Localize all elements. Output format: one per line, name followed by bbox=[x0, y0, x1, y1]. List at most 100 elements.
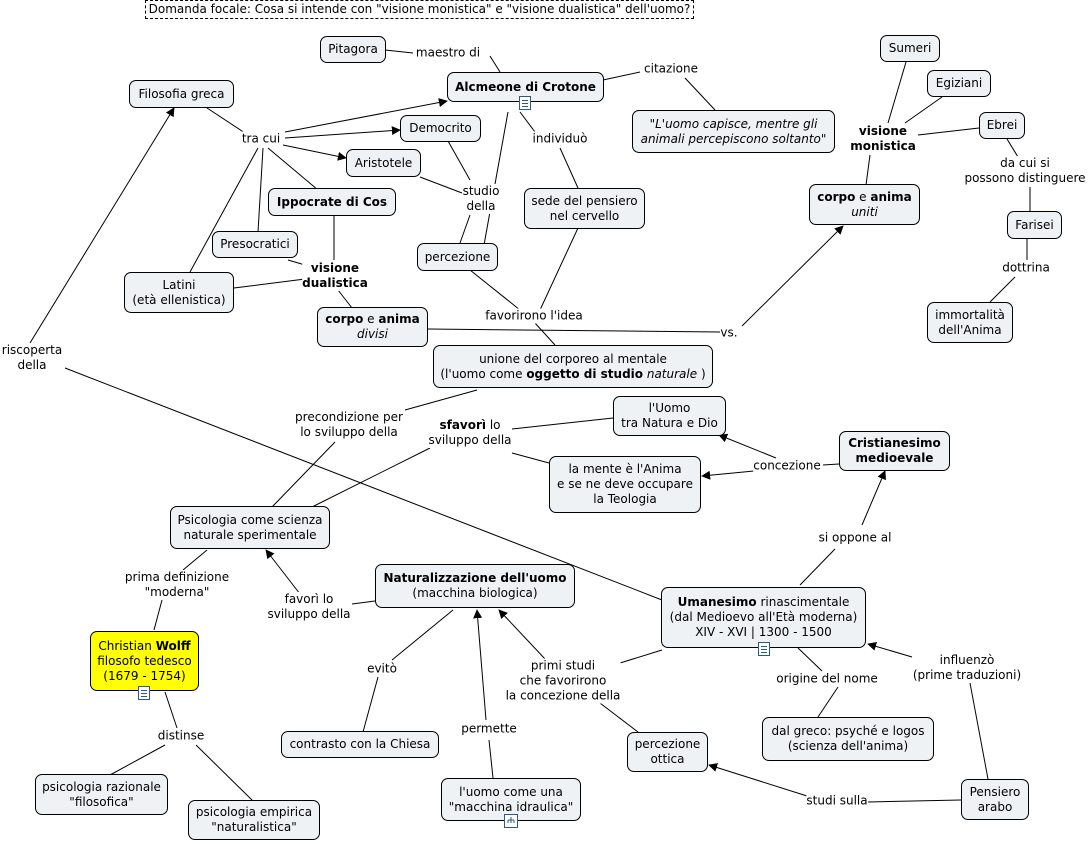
node-contrasto[interactable]: contrasto con la Chiesa bbox=[281, 731, 439, 758]
node-text: Egiziani bbox=[935, 76, 983, 90]
node-psicologia[interactable]: Psicologia come scienza naturale sperime… bbox=[170, 506, 330, 549]
node-latini[interactable]: Latini (età ellenistica) bbox=[124, 272, 234, 313]
node-text: (macchina biologica) bbox=[412, 586, 538, 600]
link-label: evitò bbox=[367, 661, 397, 677]
node-text: tra Natura e Dio bbox=[621, 416, 718, 430]
node-text: uniti bbox=[851, 204, 878, 219]
node-farisei[interactable]: Farisei bbox=[1007, 211, 1062, 239]
node-umanesimo[interactable]: Umanesimo rinascimentale (dal Medioevo a… bbox=[661, 587, 866, 648]
node-sumeri[interactable]: Sumeri bbox=[880, 35, 940, 62]
node-text: Pensiero bbox=[969, 784, 1021, 799]
document-icon[interactable] bbox=[758, 642, 770, 656]
node-text: Presocratici bbox=[220, 237, 290, 251]
node-ippocrate[interactable]: Ippocrate di Cos bbox=[268, 188, 396, 216]
node-unione[interactable]: unione del corporeo al mentale (l'uomo c… bbox=[433, 345, 713, 388]
node-text: Filosofia greca bbox=[138, 86, 225, 101]
node-text: animali percepiscono soltanto" bbox=[640, 131, 827, 146]
node-text: Psicologia come scienza bbox=[177, 512, 323, 527]
node-text: dal greco: psyché e logos bbox=[771, 724, 925, 738]
node-aristotele[interactable]: Aristotele bbox=[346, 149, 421, 177]
node-text: Pitagora bbox=[328, 42, 378, 56]
node-psicologia-razionale[interactable]: psicologia razionale "filosofica" bbox=[35, 774, 168, 815]
link-label: citazione bbox=[644, 61, 698, 77]
node-percezione-ottica[interactable]: percezione ottica bbox=[627, 732, 708, 772]
node-text: Umanesimo rinascimentale bbox=[677, 595, 850, 609]
node-text: (l'uomo come oggetto di studio naturale … bbox=[440, 366, 706, 381]
node-ebrei[interactable]: Ebrei bbox=[979, 112, 1025, 139]
node-text: dell'Anima bbox=[938, 322, 1002, 337]
node-naturalizzazione[interactable]: Naturalizzazione dell'uomo (macchina bio… bbox=[375, 564, 575, 608]
node-uomo-natura-dio[interactable]: l'Uomo tra Natura e Dio bbox=[613, 396, 726, 436]
node-text: percezione bbox=[424, 249, 491, 264]
node-psicologia-empirica[interactable]: psicologia empirica "naturalistica" bbox=[188, 800, 320, 840]
link-label: maestro di bbox=[415, 45, 481, 61]
link-label: distinse bbox=[157, 728, 205, 744]
node-presocratici[interactable]: Presocratici bbox=[212, 231, 298, 258]
node-text: sede del pensiero bbox=[531, 193, 638, 208]
node-text: l'Uomo bbox=[648, 401, 691, 415]
node-text: Cristianesimo bbox=[848, 436, 941, 450]
node-macchina-idraulica[interactable]: l'uomo come una "macchina idraulica" bbox=[441, 778, 581, 821]
node-percezione[interactable]: percezione bbox=[417, 243, 498, 271]
node-text: filosofo tedesco bbox=[97, 653, 192, 668]
focus-question: Domanda focale: Cosa si intende con "vis… bbox=[145, 0, 694, 19]
link-label: prima definizione"moderna" bbox=[124, 570, 230, 600]
node-wolff[interactable]: Christian Wolff filosofo tedesco (1679 -… bbox=[90, 631, 199, 691]
node-text: (1679 - 1754) bbox=[103, 668, 186, 683]
document-icon[interactable] bbox=[519, 96, 531, 110]
node-text: (età ellenistica) bbox=[132, 292, 226, 307]
node-text: (scienza dell'anima) bbox=[787, 739, 909, 753]
node-text: Naturalizzazione dell'uomo bbox=[383, 571, 567, 585]
node-text: Sumeri bbox=[888, 41, 932, 55]
node-text: XIV - XVI | 1300 - 1500 bbox=[695, 625, 832, 639]
node-text: corpo e anima bbox=[325, 312, 420, 326]
node-democrito[interactable]: Democrito bbox=[400, 115, 481, 142]
node-text: "macchina idraulica" bbox=[448, 799, 574, 814]
node-text: psicologia empirica bbox=[195, 805, 313, 819]
node-text: Ippocrate di Cos bbox=[276, 194, 388, 209]
node-text: la mente è l'Anima bbox=[568, 462, 682, 476]
node-dal-greco[interactable]: dal greco: psyché e logos (scienza dell'… bbox=[762, 717, 934, 761]
link-label: origine del nome bbox=[776, 671, 878, 687]
link-label: dottrina bbox=[1002, 260, 1050, 276]
node-sede-pensiero[interactable]: sede del pensiero nel cervello bbox=[524, 188, 645, 229]
node-text: Latini bbox=[162, 277, 196, 292]
hierarchy-icon[interactable] bbox=[504, 814, 518, 828]
node-pensiero-arabo[interactable]: Pensiero arabo bbox=[961, 779, 1029, 820]
link-label: si oppone al bbox=[818, 530, 892, 546]
node-corpo-anima-divisi[interactable]: corpo e anima divisi bbox=[317, 307, 428, 347]
node-text: (dal Medioevo all'Età moderna) bbox=[669, 610, 858, 624]
node-mente-anima[interactable]: la mente è l'Anima e se ne deve occupare… bbox=[549, 456, 701, 513]
link-label: permette bbox=[461, 721, 517, 737]
node-corpo-anima-uniti[interactable]: corpo e anima uniti bbox=[809, 184, 920, 225]
node-text: Democrito bbox=[409, 121, 472, 135]
node-citazione[interactable]: "L'uomo capisce, mentre gli animali perc… bbox=[632, 110, 835, 153]
node-egiziani[interactable]: Egiziani bbox=[927, 70, 991, 97]
document-icon[interactable] bbox=[138, 686, 150, 700]
node-text: unione del corporeo al mentale bbox=[479, 351, 667, 366]
node-text: "L'uomo capisce, mentre gli bbox=[649, 116, 818, 131]
link-label: studi sulla bbox=[806, 793, 868, 809]
node-text: "naturalistica" bbox=[211, 820, 297, 834]
node-text: immortalità bbox=[935, 307, 1005, 322]
node-filosofia-greca[interactable]: Filosofia greca bbox=[129, 80, 234, 108]
node-text: divisi bbox=[357, 327, 388, 341]
node-alcmeone[interactable]: Alcmeone di Crotone bbox=[447, 72, 604, 102]
node-pitagora[interactable]: Pitagora bbox=[320, 36, 386, 63]
node-text: medioevale bbox=[855, 451, 934, 465]
node-text: "filosofica" bbox=[69, 794, 134, 809]
link-label: vs. bbox=[720, 325, 738, 341]
node-text: ottica bbox=[650, 752, 685, 766]
node-text: nel cervello bbox=[549, 208, 620, 223]
node-immortalita[interactable]: immortalità dell'Anima bbox=[927, 302, 1013, 343]
node-text: Aristotele bbox=[354, 155, 413, 170]
node-text: Alcmeone di Crotone bbox=[455, 79, 596, 94]
node-cristianesimo[interactable]: Cristianesimo medioevale bbox=[839, 431, 950, 471]
